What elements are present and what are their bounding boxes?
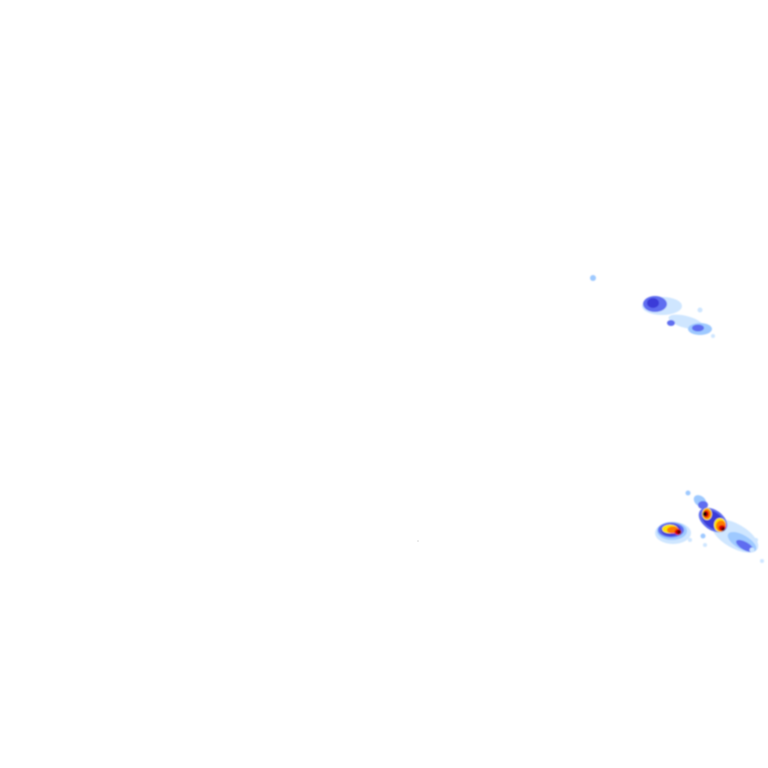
echo-speck bbox=[703, 543, 707, 547]
echo-blob bbox=[647, 298, 659, 308]
echo-speck bbox=[590, 275, 596, 281]
echo-region-northeast-light-band bbox=[590, 275, 715, 338]
echo-blob bbox=[692, 324, 704, 332]
echo-core bbox=[702, 511, 708, 517]
echo-region-east-storm-cell-west bbox=[655, 522, 707, 547]
echo-speck bbox=[760, 559, 764, 563]
echo-core bbox=[721, 527, 725, 531]
echo-speck bbox=[749, 547, 755, 553]
echo-speck bbox=[688, 538, 692, 542]
echo-blob bbox=[698, 501, 708, 509]
echo-speck bbox=[685, 490, 691, 496]
echo-blob bbox=[736, 539, 754, 553]
echo-speck bbox=[711, 334, 715, 338]
echo-speck bbox=[700, 533, 706, 539]
echo-region-east-storm-cell-east bbox=[685, 490, 764, 563]
echo-speck bbox=[417, 540, 419, 542]
echo-core bbox=[677, 530, 681, 534]
echo-speck bbox=[754, 538, 758, 542]
echo-blob bbox=[667, 320, 675, 326]
echo-speck bbox=[697, 307, 703, 313]
